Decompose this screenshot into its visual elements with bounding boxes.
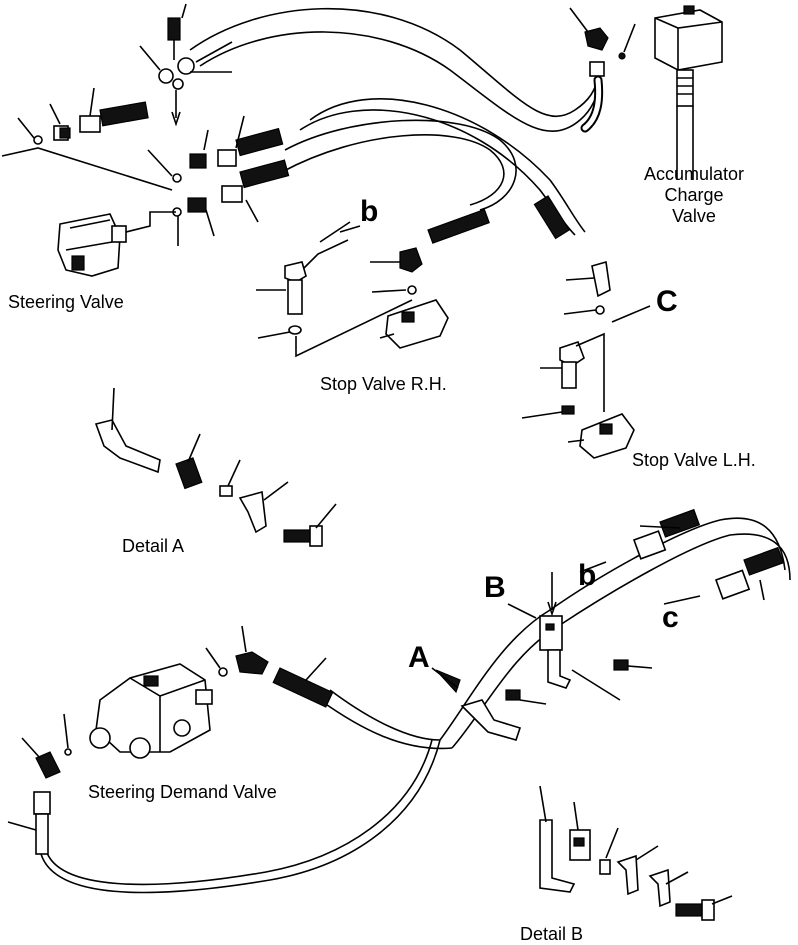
stop-valve-lh-label: Stop Valve L.H. — [632, 450, 756, 470]
detail-a-label: Detail A — [122, 536, 185, 556]
accumulator-label: Accumulator Charge Valve — [614, 164, 774, 227]
steering-demand-valve-label: Steering Demand Valve — [88, 782, 277, 802]
steering-demand-valve — [89, 663, 213, 759]
steering-valve-label: Steering Valve — [8, 292, 124, 312]
top-fittings — [139, 3, 233, 127]
accumulator-label-line-3: Valve — [672, 206, 716, 226]
accumulator-label-line-2: Charge — [664, 185, 724, 205]
fittings-row-1 — [17, 87, 149, 145]
callout-b-top: b — [360, 195, 379, 228]
demand-valve-fittings — [7, 625, 334, 855]
detail-a-parts — [94, 387, 337, 547]
callout-arrow-b-top — [319, 221, 351, 243]
clamp-a — [431, 667, 547, 741]
lower-right-hose-ends — [632, 508, 785, 601]
accumulator-label-line-1: Accumulator — [643, 164, 745, 184]
callout-arrow-c-top — [611, 305, 651, 323]
callout-c-top: C — [656, 285, 678, 318]
accumulator-charge-valve — [654, 5, 723, 180]
callout-c-bottom: c — [662, 601, 679, 634]
callout-b-bottom: b — [578, 559, 597, 592]
stop-valve-lh-parts — [521, 195, 635, 459]
steering-valve — [1, 147, 176, 277]
elbow-fitting-accumulator — [569, 7, 636, 77]
fittings-row-3 — [172, 159, 290, 246]
stop-valve-rh-label: Stop Valve R.H. — [320, 374, 447, 394]
lower-hoses — [39, 517, 791, 894]
clamp-b — [507, 572, 653, 701]
callout-a: A — [408, 641, 430, 674]
fittings-row-2 — [147, 115, 284, 183]
stop-valve-rh-parts — [256, 208, 490, 358]
callout-arrow-b-bottom — [579, 561, 607, 573]
callout-b: B — [484, 571, 506, 604]
detail-b-label: Detail B — [520, 924, 584, 944]
upper-hoses — [189, 7, 601, 236]
callout-arrow-c-bottom — [663, 595, 701, 605]
detail-b-parts — [539, 785, 733, 921]
